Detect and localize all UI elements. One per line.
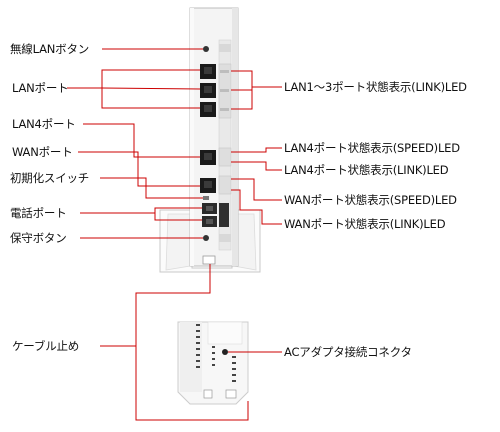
leader-lan-ports [67,69,200,89]
label-wan-speed-led: WANポート状態表示(SPEED)LED [284,193,457,207]
lan-ports-1-3[interactable] [200,64,216,117]
leader-lan1-3-link-led [231,70,282,88]
label-lan4-port: LAN4ポート [12,117,76,131]
label-lan1-3-link-led: LAN1～3ポート状態表示(LINK)LED [284,80,467,94]
leader-lines [67,48,282,421]
router-bottom-view [177,321,249,405]
vent-slots [196,324,236,382]
phone-ports[interactable] [202,203,229,227]
leader-wan-speed-led [231,178,282,201]
router-rear-view [159,7,261,273]
init-switch[interactable] [203,196,209,200]
leader-wan-port [78,151,200,187]
ac-adapter-connector[interactable] [222,349,228,355]
leader-lan4-link-led [231,161,282,171]
maintenance-button[interactable] [203,235,209,241]
label-wan-port: WANポート [12,145,73,159]
label-phone-port: 電話ポート [10,206,67,220]
leader-phone-port [80,207,202,214]
leader-cable-clip [100,264,211,347]
wireless-lan-button[interactable] [203,46,209,52]
label-lan4-link-led: LAN4ポート状態表示(LINK)LED [284,163,449,177]
label-wan-link-led: WANポート状態表示(LINK)LED [284,217,446,231]
cable-clip-notch [202,255,216,265]
label-init-switch: 初期化スイッチ [10,171,90,185]
leader-wan-link-led [231,189,282,225]
leader-init-switch [100,177,203,199]
label-ac-adapter-connector: ACアダプタ接続コネクタ [284,345,412,359]
label-lan-port: LANポート [12,81,69,95]
label-maintenance-button: 保守ボタン [10,231,67,245]
leader-lan4-port [83,123,200,158]
label-lan4-speed-led: LAN4ポート状態表示(SPEED)LED [284,141,460,155]
label-cable-clip: ケーブル止め [12,339,80,353]
label-wireless-lan-button: 無線LANボタン [10,42,90,56]
leader-lan4-speed-led [231,147,282,153]
